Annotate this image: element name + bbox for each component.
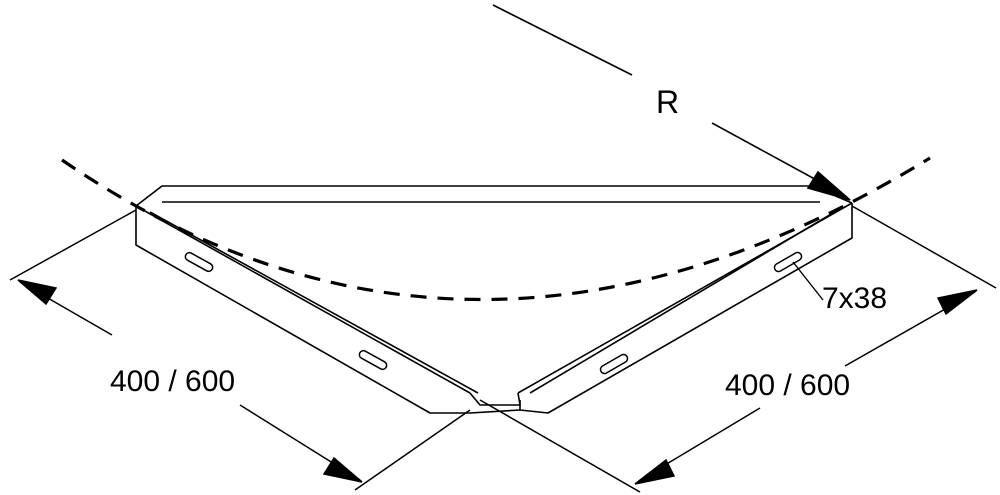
left-dim-arrow-start bbox=[17, 279, 58, 306]
slot-size-label: 7x38 bbox=[822, 282, 888, 315]
radius-leader bbox=[492, 4, 851, 201]
slot bbox=[184, 251, 214, 273]
right-dim-arrow-end bbox=[634, 458, 676, 485]
radius-arrowhead bbox=[806, 170, 851, 201]
centre-notch bbox=[469, 392, 521, 406]
radius-arc bbox=[61, 156, 931, 302]
right-dim-arrow-start bbox=[936, 289, 978, 316]
slot-leader bbox=[792, 261, 824, 301]
slot bbox=[358, 349, 388, 371]
left-dim-arrow-end bbox=[322, 456, 363, 483]
right-flange-outer bbox=[519, 203, 853, 414]
left-flange-top bbox=[135, 205, 471, 394]
left-dimension bbox=[9, 209, 471, 491]
right-dimension bbox=[479, 205, 997, 493]
left-flange-inner bbox=[149, 211, 479, 394]
right-length-label: 400 / 600 bbox=[725, 369, 851, 402]
right-flange-inner bbox=[529, 209, 839, 394]
tray-top-edge bbox=[135, 185, 853, 207]
left-length-label: 400 / 600 bbox=[110, 365, 236, 398]
left-flange-outer bbox=[135, 206, 470, 414]
slot bbox=[599, 353, 629, 375]
radius-label: R bbox=[656, 84, 680, 120]
centre-notch-bottom bbox=[469, 409, 521, 414]
slot bbox=[773, 251, 803, 273]
slots bbox=[184, 251, 803, 375]
tray-body bbox=[135, 185, 853, 414]
